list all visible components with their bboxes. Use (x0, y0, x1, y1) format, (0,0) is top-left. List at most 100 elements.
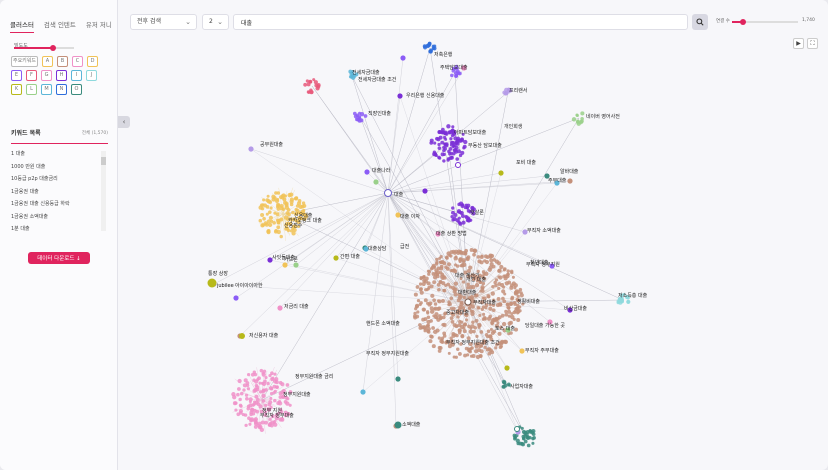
tab-user-journey[interactable]: 유저 저니 (85, 21, 112, 29)
cluster-teal-node (521, 434, 526, 439)
cluster-brown-node (486, 294, 491, 299)
graph-edge (387, 192, 571, 311)
chip-g[interactable]: G (41, 70, 52, 81)
chip-i[interactable]: I (71, 70, 82, 81)
keyword-list-item[interactable]: 1 대출 (11, 151, 25, 157)
chip-b[interactable]: B (57, 56, 68, 67)
cluster-brown-node (456, 249, 461, 254)
tab-cluster[interactable]: 클러스터 (10, 19, 34, 33)
keyword-list-item[interactable]: 1금융권 소액대출 (11, 213, 48, 220)
fullscreen-button[interactable]: ⛶ (807, 38, 818, 49)
node-label-c41: 당일대출 가능한 곳 (525, 322, 565, 329)
cluster-brown-node (488, 306, 493, 311)
node-label-c21: 우리은행 신용대출 (406, 92, 445, 99)
cluster-yellow-node (267, 222, 273, 228)
cluster-yellow-node (272, 221, 276, 225)
graph-edge (467, 299, 624, 303)
keyword-list-item[interactable]: 1금융권 대출 신용등급 하락 (11, 201, 70, 207)
tab-search-intent[interactable]: 검색 인텐트 (43, 21, 76, 29)
play-button[interactable]: ▶ (793, 38, 804, 49)
cluster-pink-node (286, 397, 290, 401)
cluster-brown-node (435, 328, 440, 333)
cluster-pink-node (238, 410, 243, 415)
cluster-rose-node (308, 79, 313, 84)
chip-h[interactable]: H (56, 70, 67, 81)
density-slider-handle[interactable] (50, 45, 56, 51)
cluster-brown-node (450, 320, 455, 324)
node-label-c14: 개인회생 (504, 123, 523, 130)
cluster-yellow-node (297, 224, 301, 228)
search-button[interactable] (692, 14, 708, 30)
cluster-rose-node (309, 89, 314, 95)
cluster-purple-node (438, 135, 443, 140)
keyword-list-item[interactable]: 1000 만원 대출 (11, 163, 46, 170)
keyword-list-item[interactable]: 10등급 p2p 대출금리 (11, 176, 58, 182)
chip-main-keyword[interactable]: 주요키워드 (11, 56, 38, 67)
cluster-yellow-node (279, 217, 284, 222)
chip-j[interactable]: J (86, 70, 97, 81)
cluster-brown-node (453, 333, 458, 337)
node-label-c22: 저축은행 (434, 51, 453, 58)
search-input[interactable] (233, 14, 688, 30)
chip-m[interactable]: M (41, 84, 52, 95)
cluster-teal-node (514, 433, 519, 438)
graph-edge (387, 91, 509, 194)
cluster-brown-node (471, 353, 476, 359)
cluster-brown-node (436, 299, 441, 303)
cluster-brown-node (468, 342, 473, 347)
node-label-c7: 간편 대출 (340, 253, 360, 260)
node-label-c35: 네이버 영어사전 (586, 113, 620, 120)
node-label-c4: 신용대출 (294, 212, 313, 219)
cluster-brown-node (510, 295, 515, 300)
cluster-brown-node (433, 302, 438, 306)
cluster-pink-node (254, 383, 259, 388)
chip-n[interactable]: N (56, 84, 67, 95)
chip-f[interactable]: F (26, 70, 37, 81)
zoom-slider[interactable] (732, 19, 798, 25)
cluster-yellow-node (289, 202, 294, 207)
cluster-brown-node (459, 294, 463, 299)
cluster-pink-node (246, 387, 251, 391)
cluster-brown-node (516, 294, 520, 298)
graph-node (504, 365, 510, 371)
keyword-list-scrollbar[interactable] (101, 151, 106, 231)
graph-node (498, 170, 504, 176)
chip-k[interactable]: K (11, 84, 22, 95)
cluster-pink-node (254, 394, 259, 399)
graph-node (233, 295, 239, 301)
cluster-teal-node (530, 430, 535, 435)
cluster-yellow-node (297, 215, 302, 221)
cluster-brown-node (467, 324, 471, 329)
cluster-brown-node (497, 331, 502, 336)
graph-edge (282, 213, 469, 303)
cluster-blue-node (427, 41, 432, 46)
data-download-button[interactable]: 데이터 다운로드 ↓ (28, 252, 90, 264)
cluster-brown-node (466, 336, 471, 341)
search-type-select[interactable]: 전후 검색 ⌄ (130, 14, 197, 30)
graph-edge (387, 192, 509, 331)
scrollbar-thumb[interactable] (101, 157, 106, 165)
chip-l[interactable]: L (26, 84, 37, 95)
cluster-pink-node (244, 423, 248, 428)
cluster-teal-node (520, 441, 524, 446)
depth-select[interactable]: 2 ⌄ (202, 14, 229, 30)
cluster-brown-node (468, 284, 474, 290)
keyword-list-item[interactable]: 1분 대출 (11, 226, 30, 232)
cluster-teal-small-node (507, 383, 511, 387)
chip-c[interactable]: C (72, 56, 83, 67)
cluster-yellow-node (294, 219, 298, 223)
collapse-sidebar-button[interactable]: ‹ (118, 116, 130, 128)
zoom-slider-handle[interactable] (740, 19, 746, 25)
cluster-pink-node (268, 400, 273, 405)
chip-d[interactable]: D (87, 56, 98, 67)
chip-a[interactable]: A (42, 56, 53, 67)
chip-e[interactable]: E (11, 70, 22, 81)
cluster-purple-node (448, 147, 453, 151)
cluster-brown-node (476, 255, 481, 259)
cluster-brown-node (509, 269, 514, 274)
density-slider[interactable] (14, 45, 74, 51)
keyword-list-item[interactable]: 1금융권 대출 (11, 188, 39, 195)
chip-o[interactable]: O (71, 84, 82, 95)
cluster-violet-node (454, 73, 459, 78)
